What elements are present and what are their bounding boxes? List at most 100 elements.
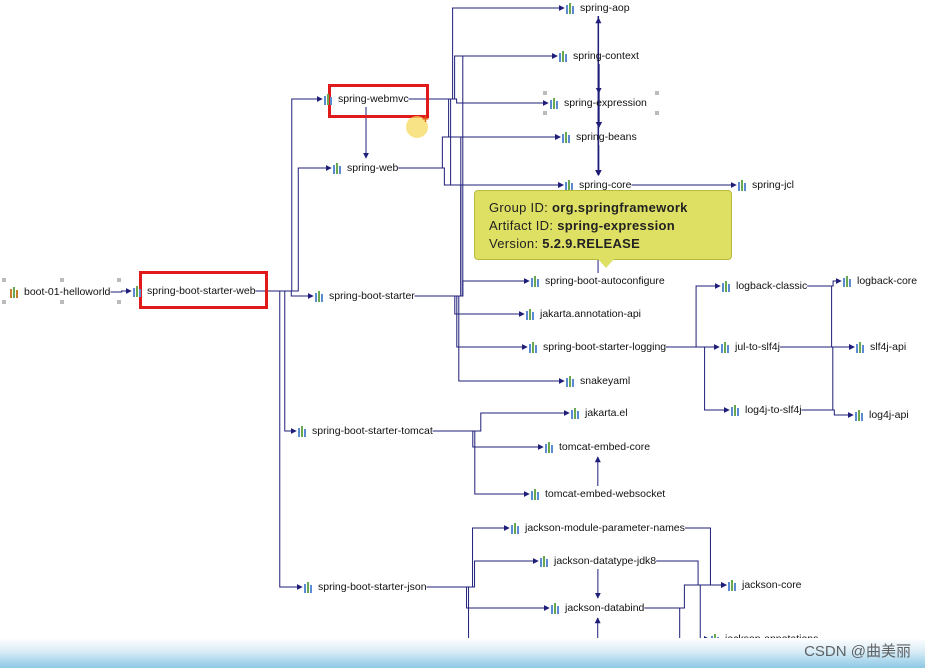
node-label: log4j-api xyxy=(869,409,909,421)
handle-expr-br xyxy=(655,111,659,115)
edge-webmvc-to-aop xyxy=(408,5,565,100)
node-spring-webmvc[interactable]: spring-webmvc xyxy=(324,91,409,107)
edge-starter_logging-to-logback_classic xyxy=(666,283,721,348)
node-boot-01-helloworld[interactable]: boot-01-helloworld xyxy=(10,284,110,300)
node-tomcat-embed-websocket[interactable]: tomcat-embed-websocket xyxy=(531,486,665,502)
library-icon xyxy=(133,285,144,297)
library-icon xyxy=(324,93,335,105)
edge-starter-to-context xyxy=(414,53,558,297)
library-icon xyxy=(738,179,749,191)
tooltip-artifact-value: spring-expression xyxy=(557,218,675,233)
node-logback-classic[interactable]: logback-classic xyxy=(722,278,807,294)
node-spring-boot-starter-logging[interactable]: spring-boot-starter-logging xyxy=(529,339,666,355)
node-logback-core[interactable]: logback-core xyxy=(843,273,917,289)
node-log4j-api[interactable]: log4j-api xyxy=(855,407,909,423)
node-jackson-databind[interactable]: jackson-databind xyxy=(551,600,644,616)
node-spring-beans[interactable]: spring-beans xyxy=(562,129,637,145)
node-label: spring-boot-starter-logging xyxy=(543,341,667,353)
node-spring-boot-starter-web[interactable]: spring-boot-starter-web xyxy=(133,283,256,299)
node-jackson-core[interactable]: jackson-core xyxy=(728,577,802,593)
library-icon xyxy=(571,407,582,419)
node-jul-to-slf4j[interactable]: jul-to-slf4j xyxy=(721,339,780,355)
node-label: slf4j-api xyxy=(870,341,907,353)
node-label: boot-01-helloworld xyxy=(24,286,111,298)
node-jackson-module-parameter-names[interactable]: jackson-module-parameter-names xyxy=(511,520,685,536)
node-spring-boot-starter-tomcat[interactable]: spring-boot-starter-tomcat xyxy=(298,423,433,439)
edge-logback_classic-to-slf4j_api xyxy=(807,285,855,350)
node-label: spring-boot-autoconfigure xyxy=(545,275,665,287)
tooltip-version-label: Version: xyxy=(489,236,539,251)
node-label: spring-web xyxy=(347,162,399,174)
node-label: jakarta.el xyxy=(585,407,628,419)
library-icon xyxy=(731,404,742,416)
node-label: spring-boot-starter-tomcat xyxy=(312,425,433,437)
node-spring-expression[interactable]: spring-expression xyxy=(550,95,647,111)
library-icon xyxy=(315,290,326,302)
node-label: spring-beans xyxy=(576,131,637,143)
node-snakeyaml[interactable]: snakeyaml xyxy=(566,373,630,389)
edge-starter-to-annotation_api xyxy=(414,295,525,317)
library-icon xyxy=(722,280,733,292)
library-icon xyxy=(721,341,732,353)
edge-starter_web-to-starter_json xyxy=(255,290,303,590)
node-label: spring-jcl xyxy=(752,179,795,191)
handle-expr-bl xyxy=(543,111,547,115)
node-jakarta-annotation-api[interactable]: jakarta.annotation-api xyxy=(526,306,641,322)
edge-databind-to-jackson_annotations xyxy=(644,607,710,642)
edge-param_names-to-jackson_core xyxy=(684,527,727,588)
node-jakarta-el[interactable]: jakarta.el xyxy=(571,405,628,421)
edge-log4j_to_slf4j-to-slf4j_api xyxy=(801,344,855,411)
node-slf4j-api[interactable]: slf4j-api xyxy=(856,339,906,355)
node-spring-boot-starter-json[interactable]: spring-boot-starter-json xyxy=(304,579,427,595)
node-label: jackson-module-parameter-names xyxy=(525,522,685,534)
node-label: jakarta.annotation-api xyxy=(540,308,641,320)
library-icon xyxy=(855,409,866,421)
node-log4j-to-slf4j[interactable]: log4j-to-slf4j xyxy=(731,402,802,418)
edge-starter_web-to-webmvc xyxy=(255,96,323,292)
edge-starter_logging-to-log4j_to_slf4j xyxy=(666,346,730,413)
handle-root-tr xyxy=(117,278,121,282)
edge-jdk8-to-jackson_core xyxy=(656,560,727,588)
node-jackson-datatype-jdk8[interactable]: jackson-datatype-jdk8 xyxy=(540,553,656,569)
handle-root-bl xyxy=(2,300,6,304)
library-icon xyxy=(531,488,542,500)
node-spring-context[interactable]: spring-context xyxy=(559,48,639,64)
node-label: logback-classic xyxy=(736,280,808,292)
node-label: spring-boot-starter xyxy=(329,290,415,302)
edge-starter_tomcat-to-tomcat_websocket xyxy=(432,430,530,497)
library-icon xyxy=(333,162,344,174)
node-spring-web[interactable]: spring-web xyxy=(333,160,398,176)
node-label: spring-expression xyxy=(564,97,647,109)
tooltip-version-value: 5.2.9.RELEASE xyxy=(542,236,641,251)
node-spring-aop[interactable]: spring-aop xyxy=(566,0,630,16)
node-label: tomcat-embed-websocket xyxy=(545,488,666,500)
node-spring-jcl[interactable]: spring-jcl xyxy=(738,177,794,193)
node-label: jackson-databind xyxy=(565,602,645,614)
artifact-tooltip: Group ID: org.springframework Artifact I… xyxy=(474,190,732,268)
node-spring-core[interactable]: spring-core xyxy=(565,177,632,193)
tooltip-group-row: Group ID: org.springframework xyxy=(489,199,717,217)
bottom-decorative-strip xyxy=(0,638,925,668)
handle-root-br xyxy=(117,300,121,304)
edge-starter_json-to-databind xyxy=(426,586,550,611)
edge-webmvc-to-beans xyxy=(408,98,561,140)
handle-root-bm xyxy=(60,300,64,304)
node-spring-boot-starter[interactable]: spring-boot-starter xyxy=(315,288,415,304)
handle-root-tm xyxy=(60,278,64,282)
edge-logback_classic-to-logback_core xyxy=(807,278,842,287)
edge-starter_tomcat-to-tomcat_core xyxy=(432,430,544,450)
library-icon xyxy=(843,275,854,287)
library-icon xyxy=(566,2,577,14)
node-tomcat-embed-core[interactable]: tomcat-embed-core xyxy=(545,439,650,455)
edge-web-to-beans xyxy=(398,134,561,169)
edge-root-to-starter_web xyxy=(110,288,132,294)
library-icon xyxy=(559,50,570,62)
edge-webmvc-to-core xyxy=(408,98,564,188)
node-label: spring-webmvc xyxy=(338,93,409,105)
csdn-watermark: CSDN @曲美丽 xyxy=(804,643,911,660)
edge-web-to-core xyxy=(398,167,564,188)
edge-starter-to-starter_logging xyxy=(414,295,528,350)
node-spring-boot-autoconfigure[interactable]: spring-boot-autoconfigure xyxy=(531,273,665,289)
library-icon xyxy=(856,341,867,353)
library-icon xyxy=(531,275,542,287)
